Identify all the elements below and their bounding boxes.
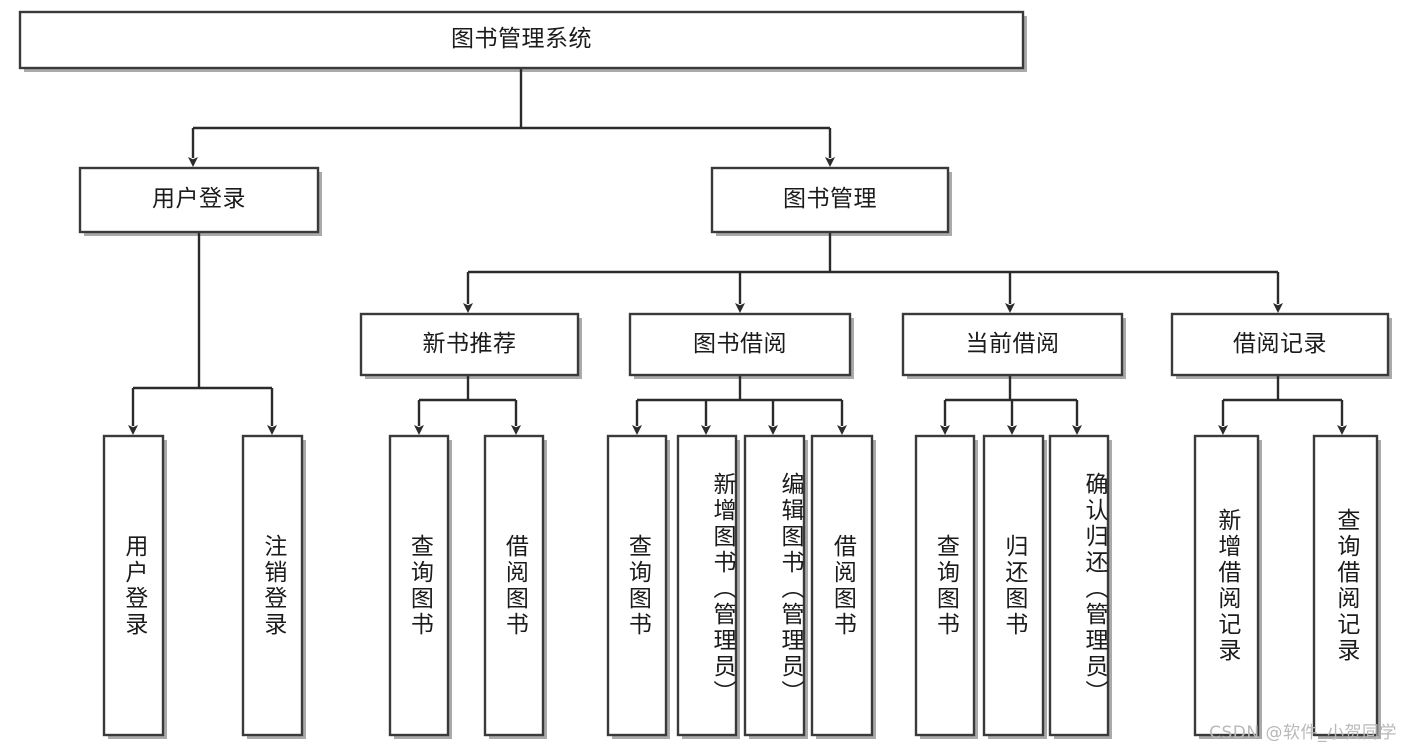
node-box-leaf-add-book[interactable] <box>676 434 738 737</box>
node-box-leaf-confirm-return[interactable] <box>1048 434 1110 737</box>
node-boxes <box>18 10 1390 737</box>
node-box-leaf-query-book-3[interactable] <box>914 434 976 737</box>
node-box-leaf-query-book-1[interactable] <box>388 434 450 737</box>
node-box-leaf-borrow-book-1[interactable] <box>483 434 545 737</box>
node-box-leaf-user-login[interactable] <box>102 434 165 737</box>
watermark-text: CSDN @软件_小贺同学 <box>1209 723 1397 743</box>
node-box-leaf-edit-book[interactable] <box>743 434 806 737</box>
node-box-new-book-recommend[interactable] <box>359 312 580 377</box>
node-box-leaf-borrow-book-2[interactable] <box>810 434 874 737</box>
node-box-borrow-record[interactable] <box>1170 312 1390 377</box>
node-box-leaf-query-book-2[interactable] <box>606 434 668 737</box>
node-box-leaf-add-record[interactable] <box>1193 434 1260 737</box>
node-box-book-manage[interactable] <box>710 166 950 234</box>
node-box-root[interactable] <box>18 10 1025 70</box>
node-box-current-borrow[interactable] <box>901 312 1124 377</box>
connector-lines <box>128 68 1347 435</box>
node-box-leaf-query-record[interactable] <box>1312 434 1379 737</box>
node-box-user-login[interactable] <box>78 166 320 234</box>
node-box-leaf-return-book[interactable] <box>982 434 1045 737</box>
node-box-book-borrow[interactable] <box>628 312 852 377</box>
node-box-leaf-user-logout[interactable] <box>241 434 304 737</box>
